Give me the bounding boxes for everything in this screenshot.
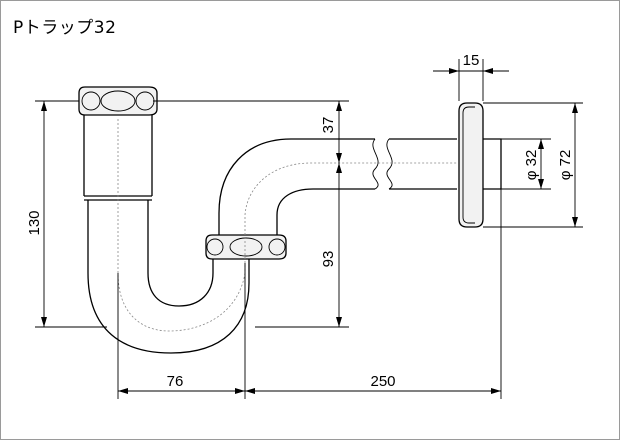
dim-250-lines [245, 189, 502, 399]
pipe-break-right [386, 138, 393, 190]
top-nut [78, 86, 158, 116]
u-bend-inner [147, 259, 214, 307]
dim-37-lines [153, 100, 349, 163]
dim-93-lines [255, 163, 349, 328]
dim-phi32-label: φ 32 [523, 150, 540, 181]
dim-93-label: 93 [320, 251, 337, 268]
wall-flange [458, 102, 484, 228]
dim-250-label: 250 [370, 373, 395, 390]
bend-nut [205, 234, 287, 260]
center-line-vertical [117, 119, 457, 332]
dim-phi72-label: φ 72 [557, 150, 574, 181]
flange-stub [483, 138, 502, 190]
flange-inner-edge [462, 106, 475, 224]
dim-15-lines [433, 59, 509, 101]
pipe-break-left [372, 138, 379, 190]
dim-130-label: 130 [26, 210, 43, 235]
dim-76-label: 76 [167, 373, 184, 390]
elbow-outer [218, 138, 375, 214]
elbow-inner [276, 188, 375, 216]
vertical-pipe-upper [83, 114, 153, 196]
riser-pipe [218, 213, 278, 235]
drawing-title: Pトラップ32 [13, 18, 117, 38]
dim-76-lines [117, 263, 246, 399]
u-bend-outer [87, 259, 250, 354]
dim-37-label: 37 [320, 117, 337, 134]
dim-phi72-lines [483, 102, 583, 228]
vertical-pipe-lower [87, 200, 149, 273]
dim-130-lines [35, 100, 107, 328]
horizontal-pipe [389, 138, 457, 190]
dim-phi32-lines [501, 138, 551, 190]
dim-15-label: 15 [463, 52, 480, 69]
